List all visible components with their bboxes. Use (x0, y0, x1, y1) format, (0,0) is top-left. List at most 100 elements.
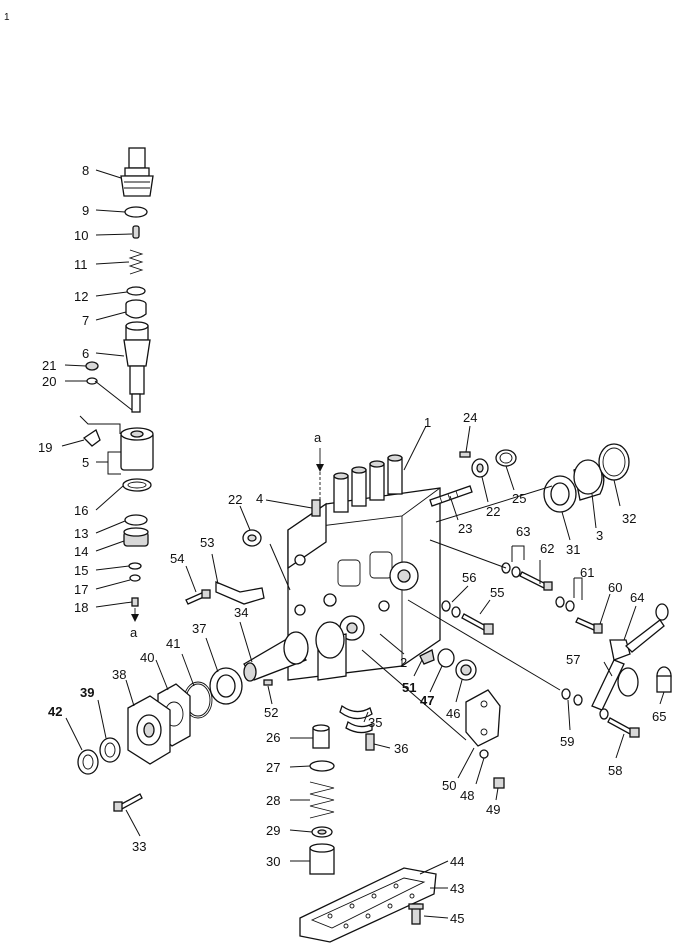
label-part-48: 48 (460, 788, 474, 803)
part-62-bolt (519, 571, 553, 591)
part-55-bolt (461, 613, 494, 635)
part-6-plunger-barrel (123, 321, 151, 413)
part-31-bearing (543, 475, 577, 513)
part-56-washers (441, 600, 461, 618)
part-29-seat (311, 826, 333, 838)
label-part-43: 43 (450, 881, 464, 896)
part-38-bearing-cover (127, 695, 171, 765)
label-part-50: 50 (442, 778, 456, 793)
label-part-44: 44 (450, 854, 464, 869)
part-28-spring (309, 781, 335, 819)
part-53-bracket (215, 581, 265, 605)
label-part-38: 38 (112, 667, 126, 682)
part-10-pin (132, 225, 140, 239)
label-part-46: 46 (446, 706, 460, 721)
part-61-washers (555, 596, 575, 612)
label-part-27: 27 (266, 760, 280, 775)
part-18-pin (131, 597, 139, 607)
label-part-15: 15 (74, 563, 88, 578)
part-63-rings (501, 562, 521, 578)
pump-housing (287, 454, 441, 681)
label-part-64: 64 (630, 590, 644, 605)
part-58-bolt (607, 717, 640, 738)
label-part-18: 18 (74, 600, 88, 615)
part-45-bolt (408, 903, 424, 925)
label-part-10: 10 (74, 228, 88, 243)
label-part-54: 54 (170, 551, 184, 566)
part-7-delivery-valve (125, 299, 147, 319)
label-part-4: 4 (256, 491, 263, 506)
label-part-30: 30 (266, 854, 280, 869)
label-part-28: 28 (266, 793, 280, 808)
label-part-65: 65 (652, 709, 666, 724)
part-22-cap-left (242, 529, 262, 547)
part-33-bolt (113, 793, 143, 812)
label-part-22-right: 22 (486, 504, 500, 519)
label-part-59: 59 (560, 734, 574, 749)
part-5-control-sleeve (120, 427, 154, 471)
label-part-51: 51 (402, 680, 416, 695)
delivery-valve-stack: a (82, 147, 154, 640)
part-37-bearing (209, 667, 243, 705)
part-59-washers (561, 688, 609, 720)
label-part-19: 19 (38, 440, 52, 455)
part-27-spring-seat (309, 760, 335, 772)
label-part-31: 31 (566, 542, 580, 557)
label-part-45: 45 (450, 911, 464, 926)
part-50-cover-plate (465, 689, 501, 747)
part-8-valve-holder (120, 147, 154, 197)
part-15-ring (128, 562, 142, 570)
label-part-62: 62 (540, 541, 554, 556)
label-part-53: 53 (200, 535, 214, 550)
section-arrow-top (316, 448, 324, 500)
part-12-washer (126, 286, 146, 296)
label-part-14: 14 (74, 544, 88, 559)
part-24-pin (459, 451, 471, 458)
label-part-47: 47 (420, 693, 434, 708)
section-marker-a-top: a (314, 430, 322, 445)
part-42-oil-seal (77, 749, 99, 775)
label-part-25: 25 (512, 491, 526, 506)
part-52-pin (263, 679, 273, 686)
label-part-34: 34 (234, 605, 248, 620)
label-part-5: 5 (82, 455, 89, 470)
label-part-35: 35 (368, 715, 382, 730)
label-part-20: 20 (42, 374, 56, 389)
label-part-26: 26 (266, 730, 280, 745)
part-14-spring-seat (123, 527, 149, 547)
label-part-33: 33 (132, 839, 146, 854)
part-22-cap-right (471, 458, 489, 478)
part-39-oil-seal (99, 737, 121, 763)
part-64-lever (609, 603, 669, 661)
label-part-41: 41 (166, 636, 180, 651)
label-part-58: 58 (608, 763, 622, 778)
label-part-60: 60 (608, 580, 622, 595)
label-part-3: 3 (596, 528, 603, 543)
part-30-tappet (309, 843, 335, 875)
label-part-17: 17 (74, 582, 88, 597)
corner-mark: 1 (4, 12, 10, 23)
part-32-gasket (598, 443, 630, 481)
label-part-29: 29 (266, 823, 280, 838)
part-51-plug (419, 649, 435, 665)
part-35-half-rings (339, 704, 373, 734)
label-part-23: 23 (458, 521, 472, 536)
part-34-camshaft (243, 621, 345, 682)
label-part-6: 6 (82, 346, 89, 361)
part-9-o-ring (124, 206, 148, 218)
label-part-13: 13 (74, 526, 88, 541)
part-23-control-rack (429, 485, 473, 507)
part-19-clip (82, 429, 101, 447)
section-arrow-left (131, 608, 139, 622)
part-60-bolt (575, 617, 603, 634)
label-part-61: 61 (580, 565, 594, 580)
label-part-40: 40 (140, 650, 154, 665)
label-part-39: 39 (80, 685, 94, 700)
label-part-7: 7 (82, 313, 89, 328)
part-25-gear (495, 449, 517, 467)
part-16-ring (122, 478, 152, 492)
label-part-21: 21 (42, 358, 56, 373)
part-65-cap (656, 666, 672, 693)
label-part-57: 57 (566, 652, 580, 667)
